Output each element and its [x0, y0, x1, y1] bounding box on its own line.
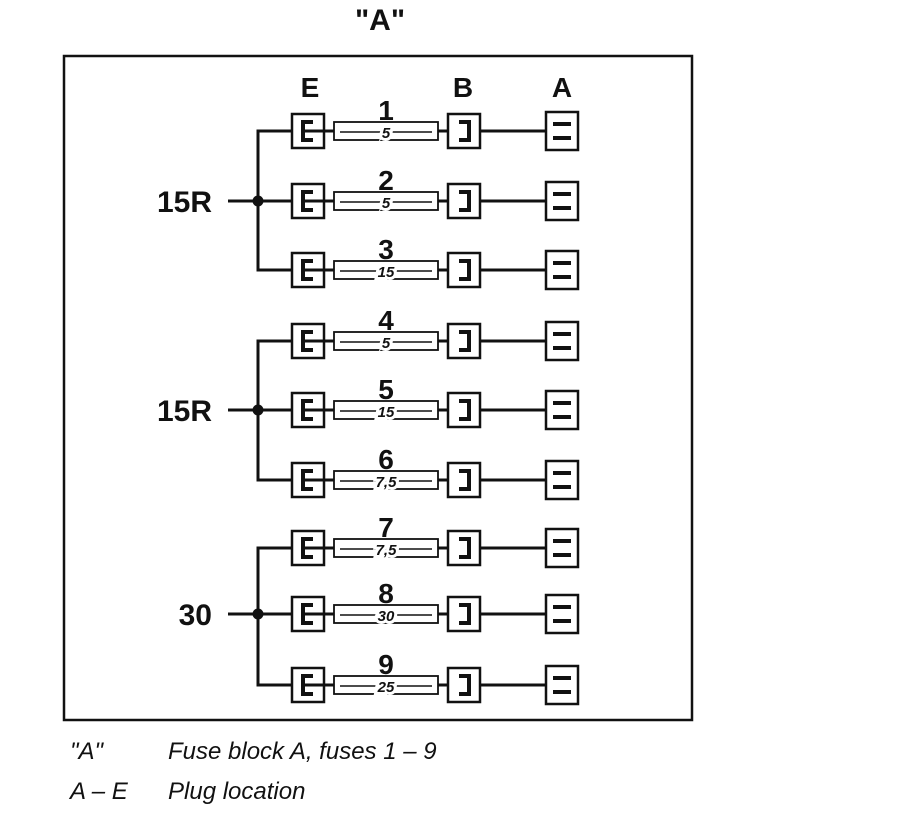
fuse-body: 30 [333, 604, 439, 628]
fuse-number: 9 [378, 649, 394, 680]
plug-a-terminal [544, 664, 580, 706]
feed-label: 15R [157, 395, 212, 428]
fuse-block-frame [62, 54, 694, 722]
column-label-e: E [301, 72, 320, 103]
fuse-number: 6 [378, 444, 394, 475]
legend-key: "A" [70, 738, 104, 765]
feed-bus: 15R [157, 339, 292, 482]
plug-a-terminal [544, 593, 580, 635]
fuse-rating: 25 [377, 679, 395, 696]
fuse-rating: 7,5 [376, 474, 398, 491]
fuse-number: 1 [378, 95, 394, 126]
legend-text: Fuse block A, fuses 1 – 9 [168, 738, 437, 765]
fuse-number: 5 [378, 374, 394, 405]
legend-item: "A" Fuse block A, fuses 1 – 9 [70, 738, 437, 766]
fuse-body: 15 [333, 260, 439, 284]
feed-label: 15R [157, 186, 212, 219]
legend-item: A – E Plug location [70, 778, 305, 806]
plug-b-connector [446, 182, 482, 220]
fuse-body: 25 [333, 675, 439, 699]
fuse-body: 7,5 [333, 538, 439, 562]
fuse-rating: 5 [382, 125, 391, 142]
plug-b-connector [446, 461, 482, 499]
column-label-b: B [453, 72, 473, 103]
fuse-rating: 5 [382, 335, 391, 352]
fuse-rating: 15 [378, 404, 395, 421]
plug-b-connector [446, 322, 482, 360]
fuse-row: 51 [290, 95, 580, 152]
fuse-row: 155 [290, 374, 580, 431]
fuse-rating: 15 [378, 264, 395, 281]
fuse-row: 7,56 [290, 444, 580, 501]
fuse-body: 5 [333, 121, 439, 145]
feed-groups: 15R 15R 30 [157, 129, 292, 687]
junction-dot [252, 608, 264, 620]
fuse-rating: 30 [378, 608, 395, 625]
fuse-row: 54 [290, 305, 580, 362]
plug-a-terminal [544, 459, 580, 501]
legend-key: A – E [70, 778, 128, 805]
legend-text: Plug location [168, 778, 306, 805]
junction-dot [252, 404, 264, 416]
fuse-rating: 7,5 [376, 542, 398, 559]
plug-a-terminal [544, 180, 580, 222]
fuse-number: 2 [378, 165, 394, 196]
fuse-row: 52 [290, 165, 580, 222]
plug-a-terminal [544, 320, 580, 362]
fuse-rating: 5 [382, 195, 391, 212]
column-label-a: A [552, 72, 572, 103]
plug-b-connector [446, 251, 482, 289]
plug-a-terminal [544, 389, 580, 431]
plug-b-connector [446, 595, 482, 633]
plug-a-terminal [544, 527, 580, 569]
fuse-body: 15 [333, 400, 439, 424]
plug-b-connector [446, 391, 482, 429]
feed-bus: 30 [179, 546, 292, 687]
fuse-number: 3 [378, 234, 394, 265]
plug-b-connector [446, 666, 482, 704]
fuse-number: 7 [378, 512, 394, 543]
fuse-number: 8 [378, 578, 394, 609]
feed-label: 30 [179, 599, 212, 632]
feed-bus: 15R [157, 129, 292, 272]
fuse-number: 4 [378, 305, 394, 336]
fuse-row: 308 [290, 578, 580, 635]
plug-b-connector [446, 529, 482, 567]
fuse-row: 259 [290, 649, 580, 706]
fuse-body: 5 [333, 191, 439, 215]
junction-dot [252, 195, 264, 207]
fuse-row: 153 [290, 234, 580, 291]
plug-a-terminal [544, 249, 580, 291]
diagram-title: "A" [355, 4, 405, 37]
fuse-row: 7,57 [290, 512, 580, 569]
fuse-body: 7,5 [333, 470, 439, 494]
plug-b-connector [446, 112, 482, 150]
fuse-body: 5 [333, 331, 439, 355]
plug-a-terminal [544, 110, 580, 152]
